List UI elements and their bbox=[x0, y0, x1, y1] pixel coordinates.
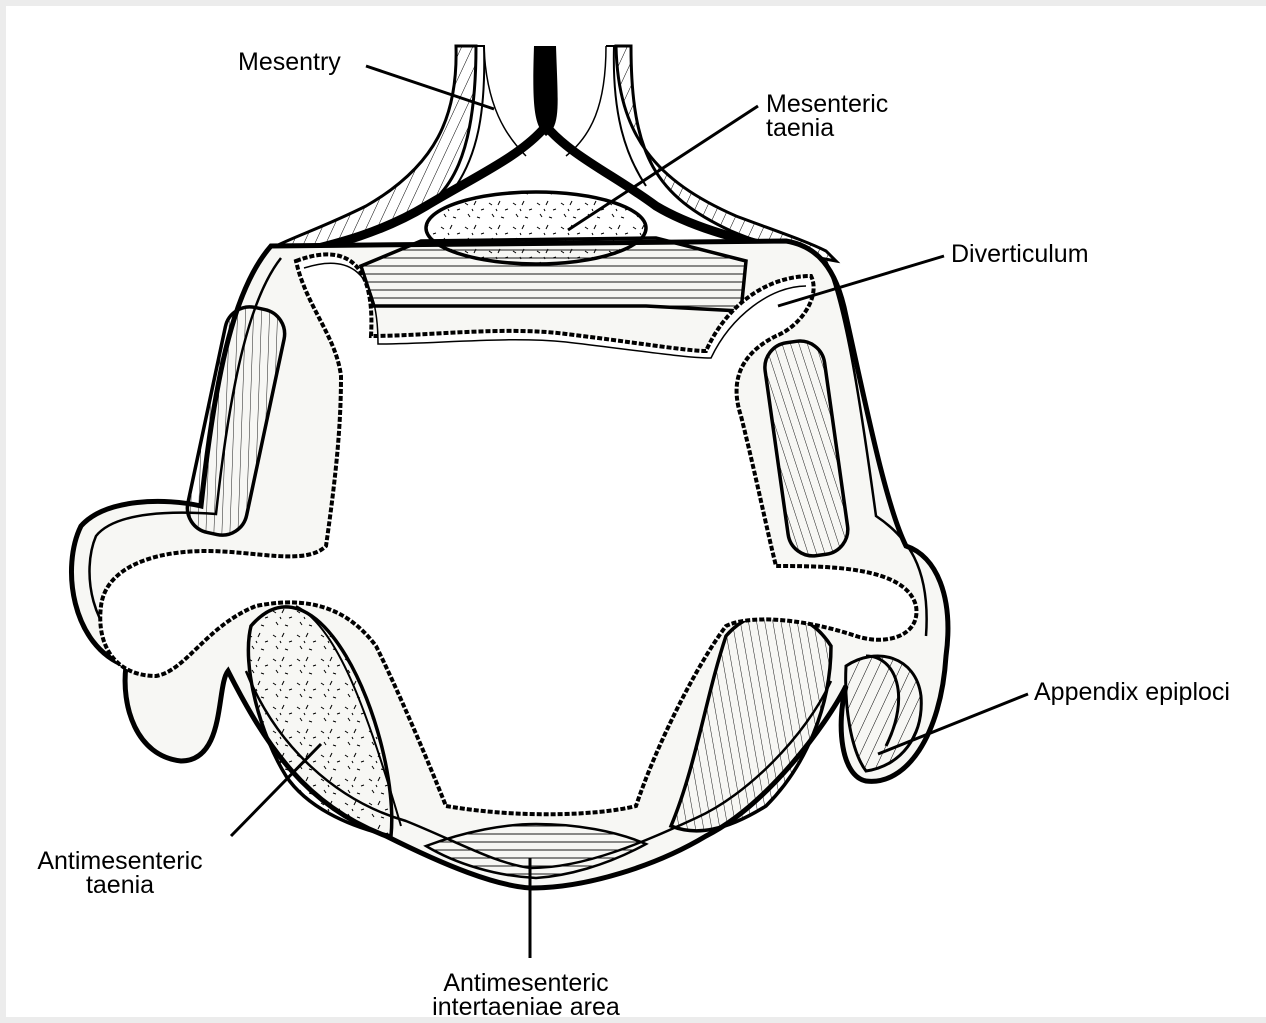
label-diverticulum: Diverticulum bbox=[951, 242, 1089, 266]
leader-mesenteric-taenia bbox=[568, 106, 758, 230]
label-appendix-epiploci: Appendix epiploci bbox=[1034, 680, 1230, 704]
label-antimesenteric-taenia: Antimesenteric taenia bbox=[20, 849, 220, 897]
leader-mesentry bbox=[366, 66, 494, 109]
leader-appendix-epiploci bbox=[878, 694, 1028, 754]
leader-antimesenteric-taenia bbox=[231, 744, 321, 836]
leader-diverticulum bbox=[778, 256, 944, 306]
label-mesentry: Mesentry bbox=[238, 50, 341, 74]
label-mesenteric-taenia: Mesenteric taenia bbox=[766, 92, 888, 140]
label-antimesenteric-intertaeniae-area: Antimesenteric intertaeniae area bbox=[406, 971, 646, 1019]
